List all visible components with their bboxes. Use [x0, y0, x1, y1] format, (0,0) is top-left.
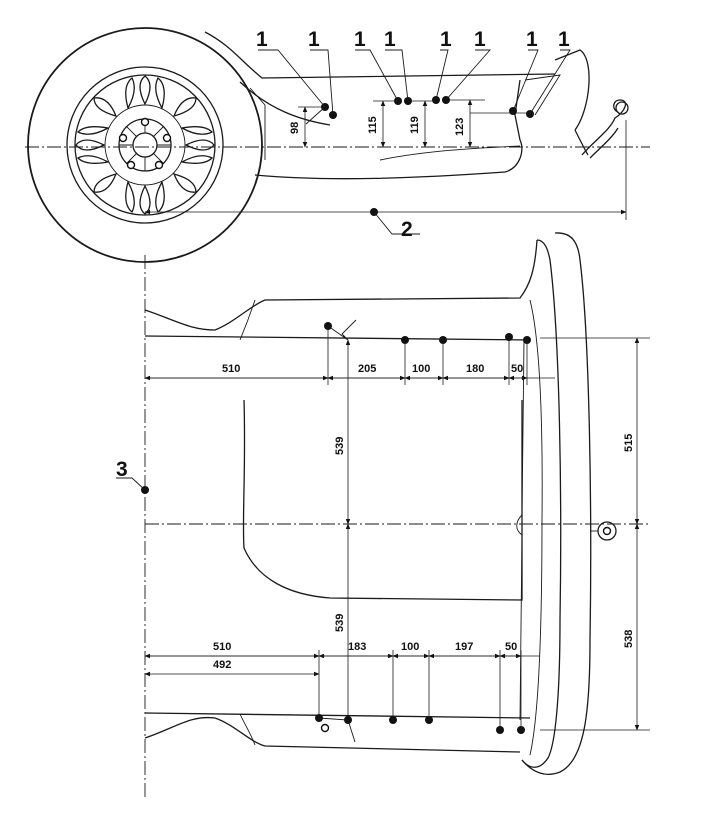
dim-upper-205: 205	[358, 363, 376, 375]
dim-upper-180: 180	[466, 363, 484, 375]
lower-row-dims: 510 492 183 100 197 50	[144, 641, 540, 730]
right-side-dims: 515 538	[540, 337, 650, 731]
dim-upper-50: 50	[511, 363, 523, 375]
dim-vertical-539-lower: 539	[334, 614, 346, 632]
callouts-1: 1 1 1 1 1 1 1 1	[256, 28, 570, 51]
height-dim-115: 115	[367, 116, 379, 134]
side-height-dims: 98 115 119 123	[289, 99, 530, 148]
vertical-dims: 539 539	[334, 339, 351, 721]
top-view: 510 205 100 180 50 510 492 183 100 197 5	[116, 232, 650, 800]
side-body-outline	[204, 31, 629, 180]
callout-1-e: 1	[440, 28, 452, 51]
dim-upper-510: 510	[222, 363, 240, 375]
dim-vertical-539-upper: 539	[334, 437, 346, 455]
dim-lower-197: 197	[455, 641, 473, 653]
dim-lower-510: 510	[213, 641, 231, 653]
dim-right-538: 538	[623, 630, 635, 648]
dim-lower-100: 100	[401, 641, 419, 653]
callout-1-d: 1	[384, 28, 396, 51]
side-leaders	[258, 49, 571, 125]
callout-2: 2	[401, 218, 413, 241]
height-dim-98: 98	[289, 122, 301, 134]
dim-right-515: 515	[623, 434, 635, 452]
callout-1-a: 1	[256, 28, 268, 51]
dim-lower-492: 492	[213, 659, 231, 671]
wheel-windows	[75, 75, 215, 215]
dim-lower-183: 183	[348, 641, 366, 653]
callout-1-f: 1	[474, 28, 486, 51]
upper-row-dims: 510 205 100 180 50	[144, 326, 555, 385]
height-dim-119: 119	[409, 116, 421, 134]
callout-1-g: 1	[526, 28, 538, 51]
wheel	[27, 27, 263, 263]
dim-upper-100: 100	[412, 363, 430, 375]
dim-lower-50: 50	[505, 641, 517, 653]
top-upper-points	[324, 319, 531, 344]
callout-3: 3	[116, 458, 128, 481]
top-lower-points	[315, 714, 525, 743]
callout-1-b: 1	[308, 28, 320, 51]
top-body-outline	[144, 232, 617, 775]
side-view: 98 115 119 123 1 1 1 1 1 1 1 1 2	[25, 27, 650, 263]
callout-1-c: 1	[354, 28, 366, 51]
axis-2-dimension	[144, 120, 627, 235]
side-points	[321, 96, 534, 119]
height-dim-123: 123	[454, 118, 466, 136]
callout-1-h: 1	[558, 28, 570, 51]
